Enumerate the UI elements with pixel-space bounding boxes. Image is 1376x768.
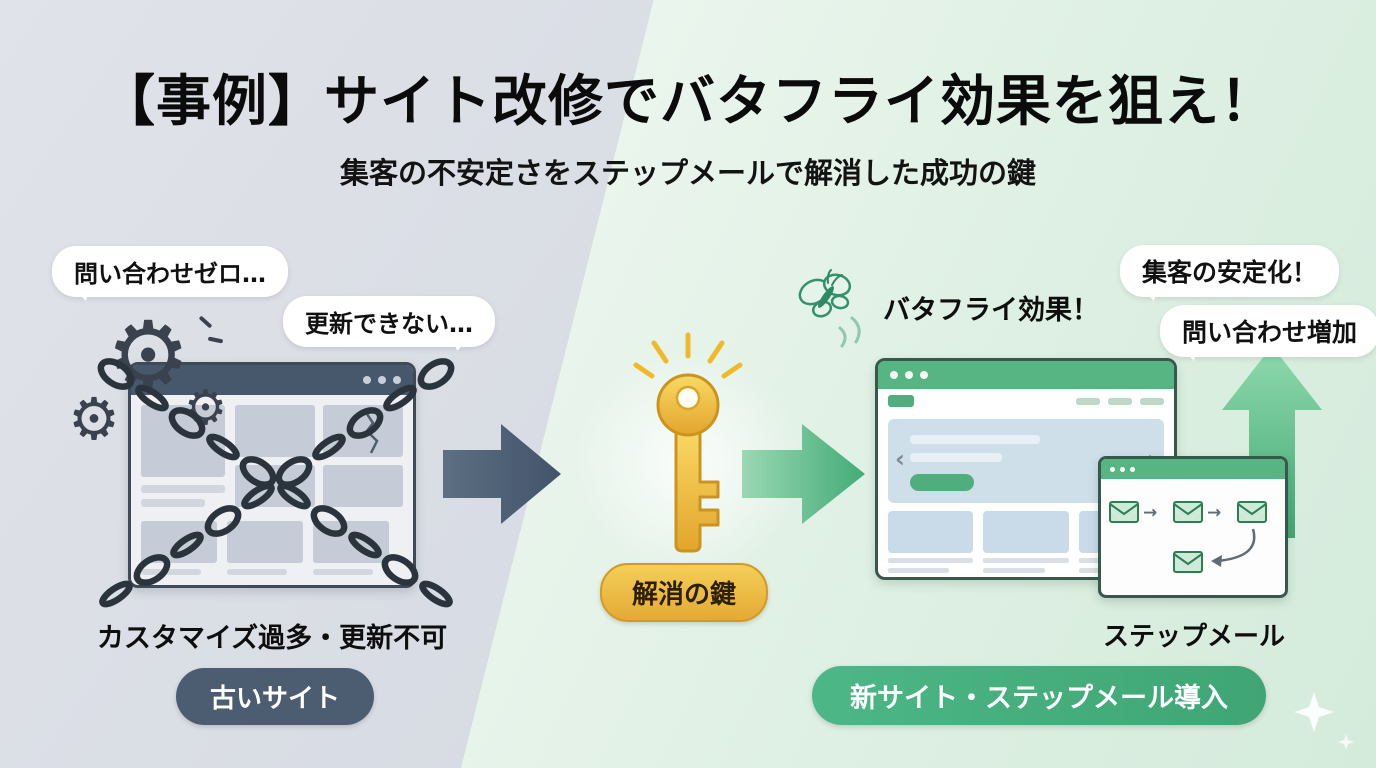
nav-line — [1140, 397, 1164, 405]
wireframe-line — [313, 569, 373, 575]
arrow-right-icon — [443, 424, 561, 524]
logo-chip — [888, 395, 914, 407]
gear-icon: ⚙ — [184, 380, 228, 436]
window-dot-icon — [920, 371, 928, 379]
hero-text-line — [910, 435, 1040, 444]
stepmail-titlebar — [1101, 459, 1285, 479]
old-site-caption: カスタマイズ過多・更新不可 — [96, 623, 448, 654]
nav-line — [1076, 397, 1100, 405]
new-site-badge: 新サイト・ステップメール導入 — [812, 666, 1266, 725]
new-site-titlebar — [878, 361, 1174, 389]
stepmail-flow: → → — [1101, 479, 1285, 595]
mail-icon — [1109, 501, 1139, 523]
flow-curve-arrow-icon — [1211, 528, 1256, 567]
nav-line — [1108, 397, 1132, 405]
page-title: 【事例】サイト改修でバタフライ効果を狙え！ — [99, 69, 1276, 133]
wireframe-block — [235, 405, 315, 457]
flow-arrow-icon: → — [1143, 503, 1158, 523]
card-image-block — [983, 511, 1069, 553]
mail-icon — [1173, 501, 1203, 523]
speech-bubble-cannot-update: 更新できない… — [283, 296, 495, 347]
window-dot-icon — [1110, 466, 1115, 472]
card — [983, 511, 1069, 573]
hero-cta-button — [910, 474, 974, 491]
mail-icon — [1173, 551, 1203, 573]
carousel-prev-icon: ‹ — [895, 445, 905, 473]
stepmail-label: ステップメール — [1102, 622, 1285, 652]
card-text-line — [983, 558, 1069, 563]
wireframe-line — [141, 485, 225, 493]
wireframe-line — [141, 569, 201, 575]
key-icon — [633, 332, 743, 553]
stepmail-window: → → — [1098, 456, 1288, 598]
window-dot-icon — [905, 371, 913, 379]
gear-icon: ⚙ — [68, 385, 120, 453]
flow-arrow-icon: → — [1207, 503, 1222, 523]
window-dot-icon — [1130, 466, 1135, 472]
arrow-right-icon — [742, 424, 865, 524]
old-site-titlebar — [131, 365, 413, 395]
solution-key-badge: 解消の鍵 — [600, 563, 769, 622]
card-image-block — [888, 511, 974, 553]
new-site-navbar — [878, 389, 1174, 413]
sparkle-icon — [1294, 692, 1334, 732]
arrow-up-icon — [1222, 346, 1322, 538]
butterfly-effect-label: バタフライ効果！ — [883, 295, 1099, 326]
window-dot-icon — [363, 376, 371, 384]
card — [888, 511, 974, 573]
window-dot-icon — [1120, 466, 1125, 472]
window-dot-icon — [890, 371, 898, 379]
mail-icon — [1237, 501, 1267, 523]
old-site-badge: 古いサイト — [176, 668, 375, 725]
page-subtitle: 集客の不安定さをステップメールで解消した成功の鍵 — [339, 156, 1036, 190]
sparkle-icon — [1338, 734, 1354, 750]
hero-text-line — [910, 453, 1002, 462]
speech-bubble-more-inquiries: 問い合わせ増加 — [1160, 305, 1376, 357]
nav-menu-lines — [1076, 397, 1164, 405]
crossed-chains-icon — [97, 358, 455, 608]
speech-bubble-no-inquiries: 問い合わせゼロ… — [52, 246, 288, 297]
wireframe-line — [141, 499, 205, 507]
window-dot-icon — [378, 376, 386, 384]
card-text-line — [888, 558, 974, 563]
window-dot-icon — [393, 376, 401, 384]
wireframe-line — [227, 569, 287, 575]
wireframe-block — [227, 521, 303, 563]
card-text-line — [983, 568, 1045, 573]
butterfly-icon — [798, 269, 861, 348]
speech-bubble-stable-traffic: 集客の安定化！ — [1120, 245, 1340, 297]
card-text-line — [888, 568, 950, 573]
wireframe-block — [323, 465, 403, 507]
